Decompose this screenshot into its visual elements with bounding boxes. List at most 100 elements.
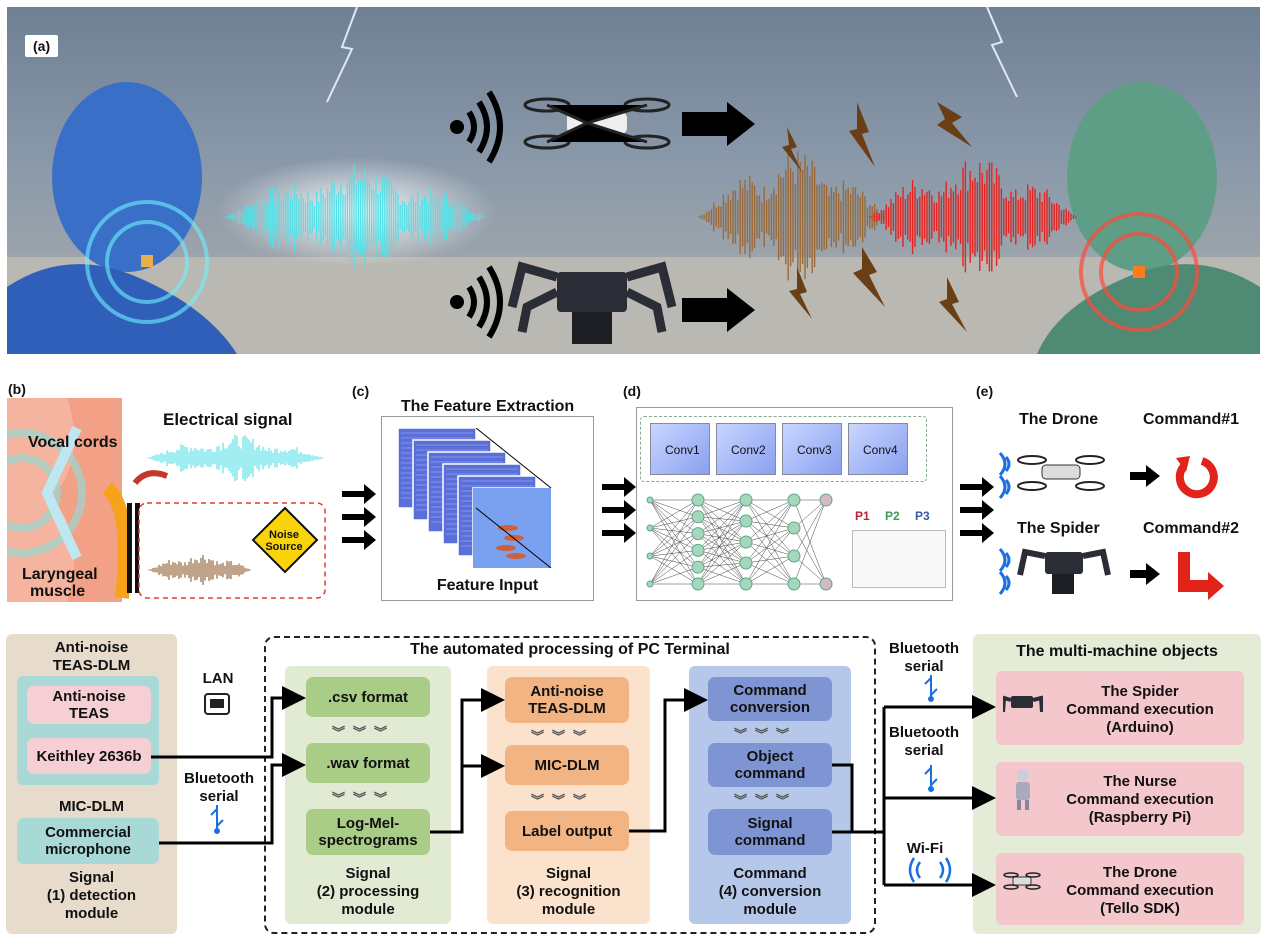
bt2-label: Bluetooth serial [880, 724, 968, 760]
vocal-cords-label: Vocal cords [28, 434, 118, 451]
conv1-label: Conv1 [665, 443, 700, 457]
triple-arrow-icon [960, 477, 994, 543]
wireless-signal-icon [450, 265, 503, 339]
lightning-icon [986, 7, 1018, 98]
object-spider-text: The Spider Command execution (Arduino) [1040, 683, 1240, 737]
nurse-sdk: (Raspberry Pi) [1088, 809, 1192, 826]
usb-icon [924, 675, 938, 702]
panel-e-tag: (e) [976, 383, 994, 399]
command1-label: Command#1 [1143, 411, 1240, 428]
conv4-block: Conv4 [848, 423, 908, 475]
teas-line-1: Anti-noise [52, 688, 126, 705]
right-arrow-icon [682, 288, 755, 332]
bt-left-1: Bluetooth [184, 770, 254, 787]
noise-line-2: Source [265, 541, 303, 553]
csv-format-pill: .csv format [306, 677, 430, 717]
class-p3: P3 [915, 509, 930, 523]
bt-left-2: serial [199, 788, 239, 805]
electrical-signal-label: Electrical signal [163, 410, 293, 429]
down-chevrons-icon: ︾︾︾ [531, 793, 595, 808]
lightning-icon [326, 7, 358, 103]
clean-zone [217, 157, 497, 267]
noise-line-1: Noise [269, 529, 299, 541]
class-output-panel [852, 530, 946, 588]
teas-sensor [102, 482, 132, 599]
wireless-signal-icon [450, 90, 503, 164]
object-drone-text: The Drone Command execution (Tello SDK) [1040, 864, 1240, 918]
det-top-2: TEAS-DLM [52, 657, 131, 674]
conv4-label: Conv4 [863, 443, 898, 457]
conv-cap-2: (4) conversion [718, 883, 822, 900]
mic-line-2: microphone [45, 841, 131, 858]
conv2-block: Conv2 [716, 423, 776, 475]
spider-robot-icon [1003, 695, 1043, 713]
muscle-line-2: muscle [30, 583, 86, 600]
det-cap-3: module [64, 905, 119, 922]
mic-line-1: Commercial [45, 824, 131, 841]
rec-cap-2: (3) recognition [516, 883, 621, 900]
dense-network-diagram [646, 493, 833, 591]
panel-c-tag: (c) [352, 383, 370, 399]
proc-cap-1: Signal [345, 865, 391, 882]
label-output-pill: Label output [505, 811, 629, 851]
panel-b-illustration [7, 398, 326, 602]
down-chevrons-icon: ︾︾︾ [734, 727, 798, 742]
down-chevrons-icon: ︾︾︾ [332, 725, 396, 740]
conv-cap-3: module [743, 901, 797, 918]
lm-line-1: Log-Mel- [336, 815, 400, 832]
panel-b-tag: (b) [8, 381, 26, 397]
panel-d-tag: (d) [623, 383, 641, 399]
bt2-line-1: Bluetooth [889, 724, 959, 741]
proc-cap-2: (2) processing [316, 883, 420, 900]
oc-line-2: command [734, 765, 806, 782]
down-chevrons-icon: ︾︾︾ [531, 729, 595, 744]
drone-name: The Drone [1102, 864, 1178, 881]
rec-cap-1: Signal [545, 865, 591, 882]
muscle-line-1: Laryngeal [22, 566, 98, 583]
objects-title: The multi-machine objects [1016, 643, 1218, 660]
wireless-signal-icon [998, 451, 1011, 500]
noise-source-sign-icon [251, 506, 319, 574]
feedback-arrow-icon [132, 470, 169, 486]
det-top-1: Anti-noise [54, 639, 129, 656]
bt2-line-2: serial [904, 742, 944, 759]
keithley-pill: Keithley 2636b [27, 738, 151, 774]
clean-waveform [223, 164, 487, 270]
ethernet-port-icon [204, 693, 230, 715]
left-person-icon [7, 82, 237, 354]
spider-cmd: Command execution [1066, 701, 1214, 718]
spider-robot-icon [1017, 548, 1111, 594]
spider-name: The Spider [1101, 683, 1179, 700]
teas-line-2: TEAS [68, 705, 109, 722]
spider-title: The Spider [1017, 520, 1100, 537]
class-p1: P1 [855, 509, 870, 523]
noise-source-label: Noise Source [262, 529, 306, 553]
vocal-cords-shape [41, 425, 82, 561]
drone-title: The Drone [1019, 411, 1099, 428]
conv3-label: Conv3 [797, 443, 832, 457]
lan-label: LAN [202, 670, 234, 687]
down-chevrons-icon: ︾︾︾ [734, 793, 798, 808]
right-arrow-icon [1130, 563, 1160, 585]
down-chevrons-icon: ︾︾︾ [332, 791, 396, 806]
cc-line-2: conversion [729, 699, 811, 716]
detection-top-title: Anti-noise TEAS-DLM [6, 639, 177, 675]
usb-icon [210, 805, 224, 834]
command2-label: Command#2 [1143, 520, 1240, 537]
panel-e-graphics [998, 451, 1224, 600]
noise-bolts-icon [782, 102, 972, 332]
spider-robot-icon [507, 261, 677, 344]
conv2-label: Conv2 [731, 443, 766, 457]
conversion-caption: Command (4) conversion module [689, 865, 851, 919]
rotate-command-icon [1175, 457, 1218, 499]
right-arrow-icon [682, 102, 755, 146]
right-arrow-icon [1130, 465, 1160, 487]
wifi-label: Wi-Fi [906, 840, 944, 857]
triple-arrow-icon [342, 484, 376, 550]
rec-teas-2: TEAS-DLM [528, 700, 606, 717]
